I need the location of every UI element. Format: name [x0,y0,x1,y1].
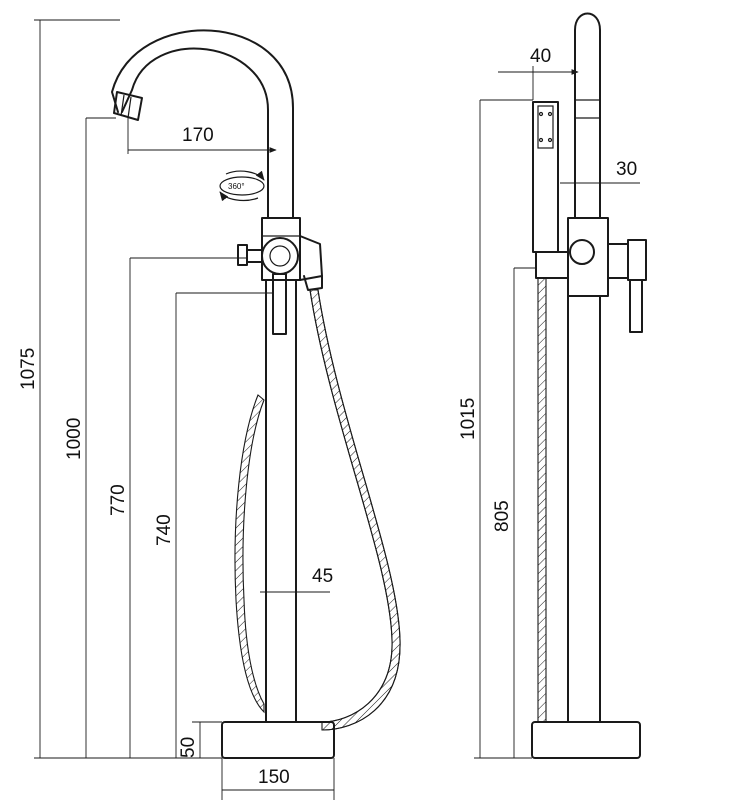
dim-30-label: 30 [616,159,637,180]
side-hose [537,277,547,723]
floor-base [221,721,335,759]
dim-1000: 1000 [64,117,116,758]
dim-40-label: 40 [530,46,551,67]
dim-50-label: 50 [178,737,199,758]
side-riser-pipe [567,295,601,723]
dim-1015-label: 1015 [458,398,479,440]
front-view: 360° [18,19,401,800]
dim-170: 170 [127,118,277,154]
dim-150: 150 [221,758,335,800]
dim-1000-label: 1000 [64,418,85,460]
rotation-360-icon: 360° [219,170,265,202]
mixer-body [237,217,323,335]
side-floor-base [531,721,641,759]
dim-740: 740 [154,292,272,758]
dim-45: 45 [260,566,333,600]
dim-40: 40 [498,46,579,100]
dim-50: 50 [178,721,222,758]
dim-805: 805 [492,267,536,758]
dim-1015: 1015 [458,99,533,759]
side-spout [574,12,601,219]
dim-770: 770 [108,257,246,758]
shower-hose [234,289,401,731]
dim-740-label: 740 [154,514,175,546]
spout [111,29,294,219]
handshower [532,101,569,279]
dim-1075-label: 1075 [18,348,39,390]
dim-150-label: 150 [258,767,290,788]
dim-170-label: 170 [182,125,214,146]
side-mixer-body [567,217,647,333]
dim-1075: 1075 [18,19,222,759]
side-view: 40 30 1015 805 [458,12,647,759]
dim-30: 30 [560,159,640,190]
dim-770-label: 770 [108,484,129,516]
dim-45-label: 45 [312,566,333,587]
dim-805-label: 805 [492,500,513,532]
riser-pipe [265,279,297,723]
rotation-label: 360° [228,182,245,191]
